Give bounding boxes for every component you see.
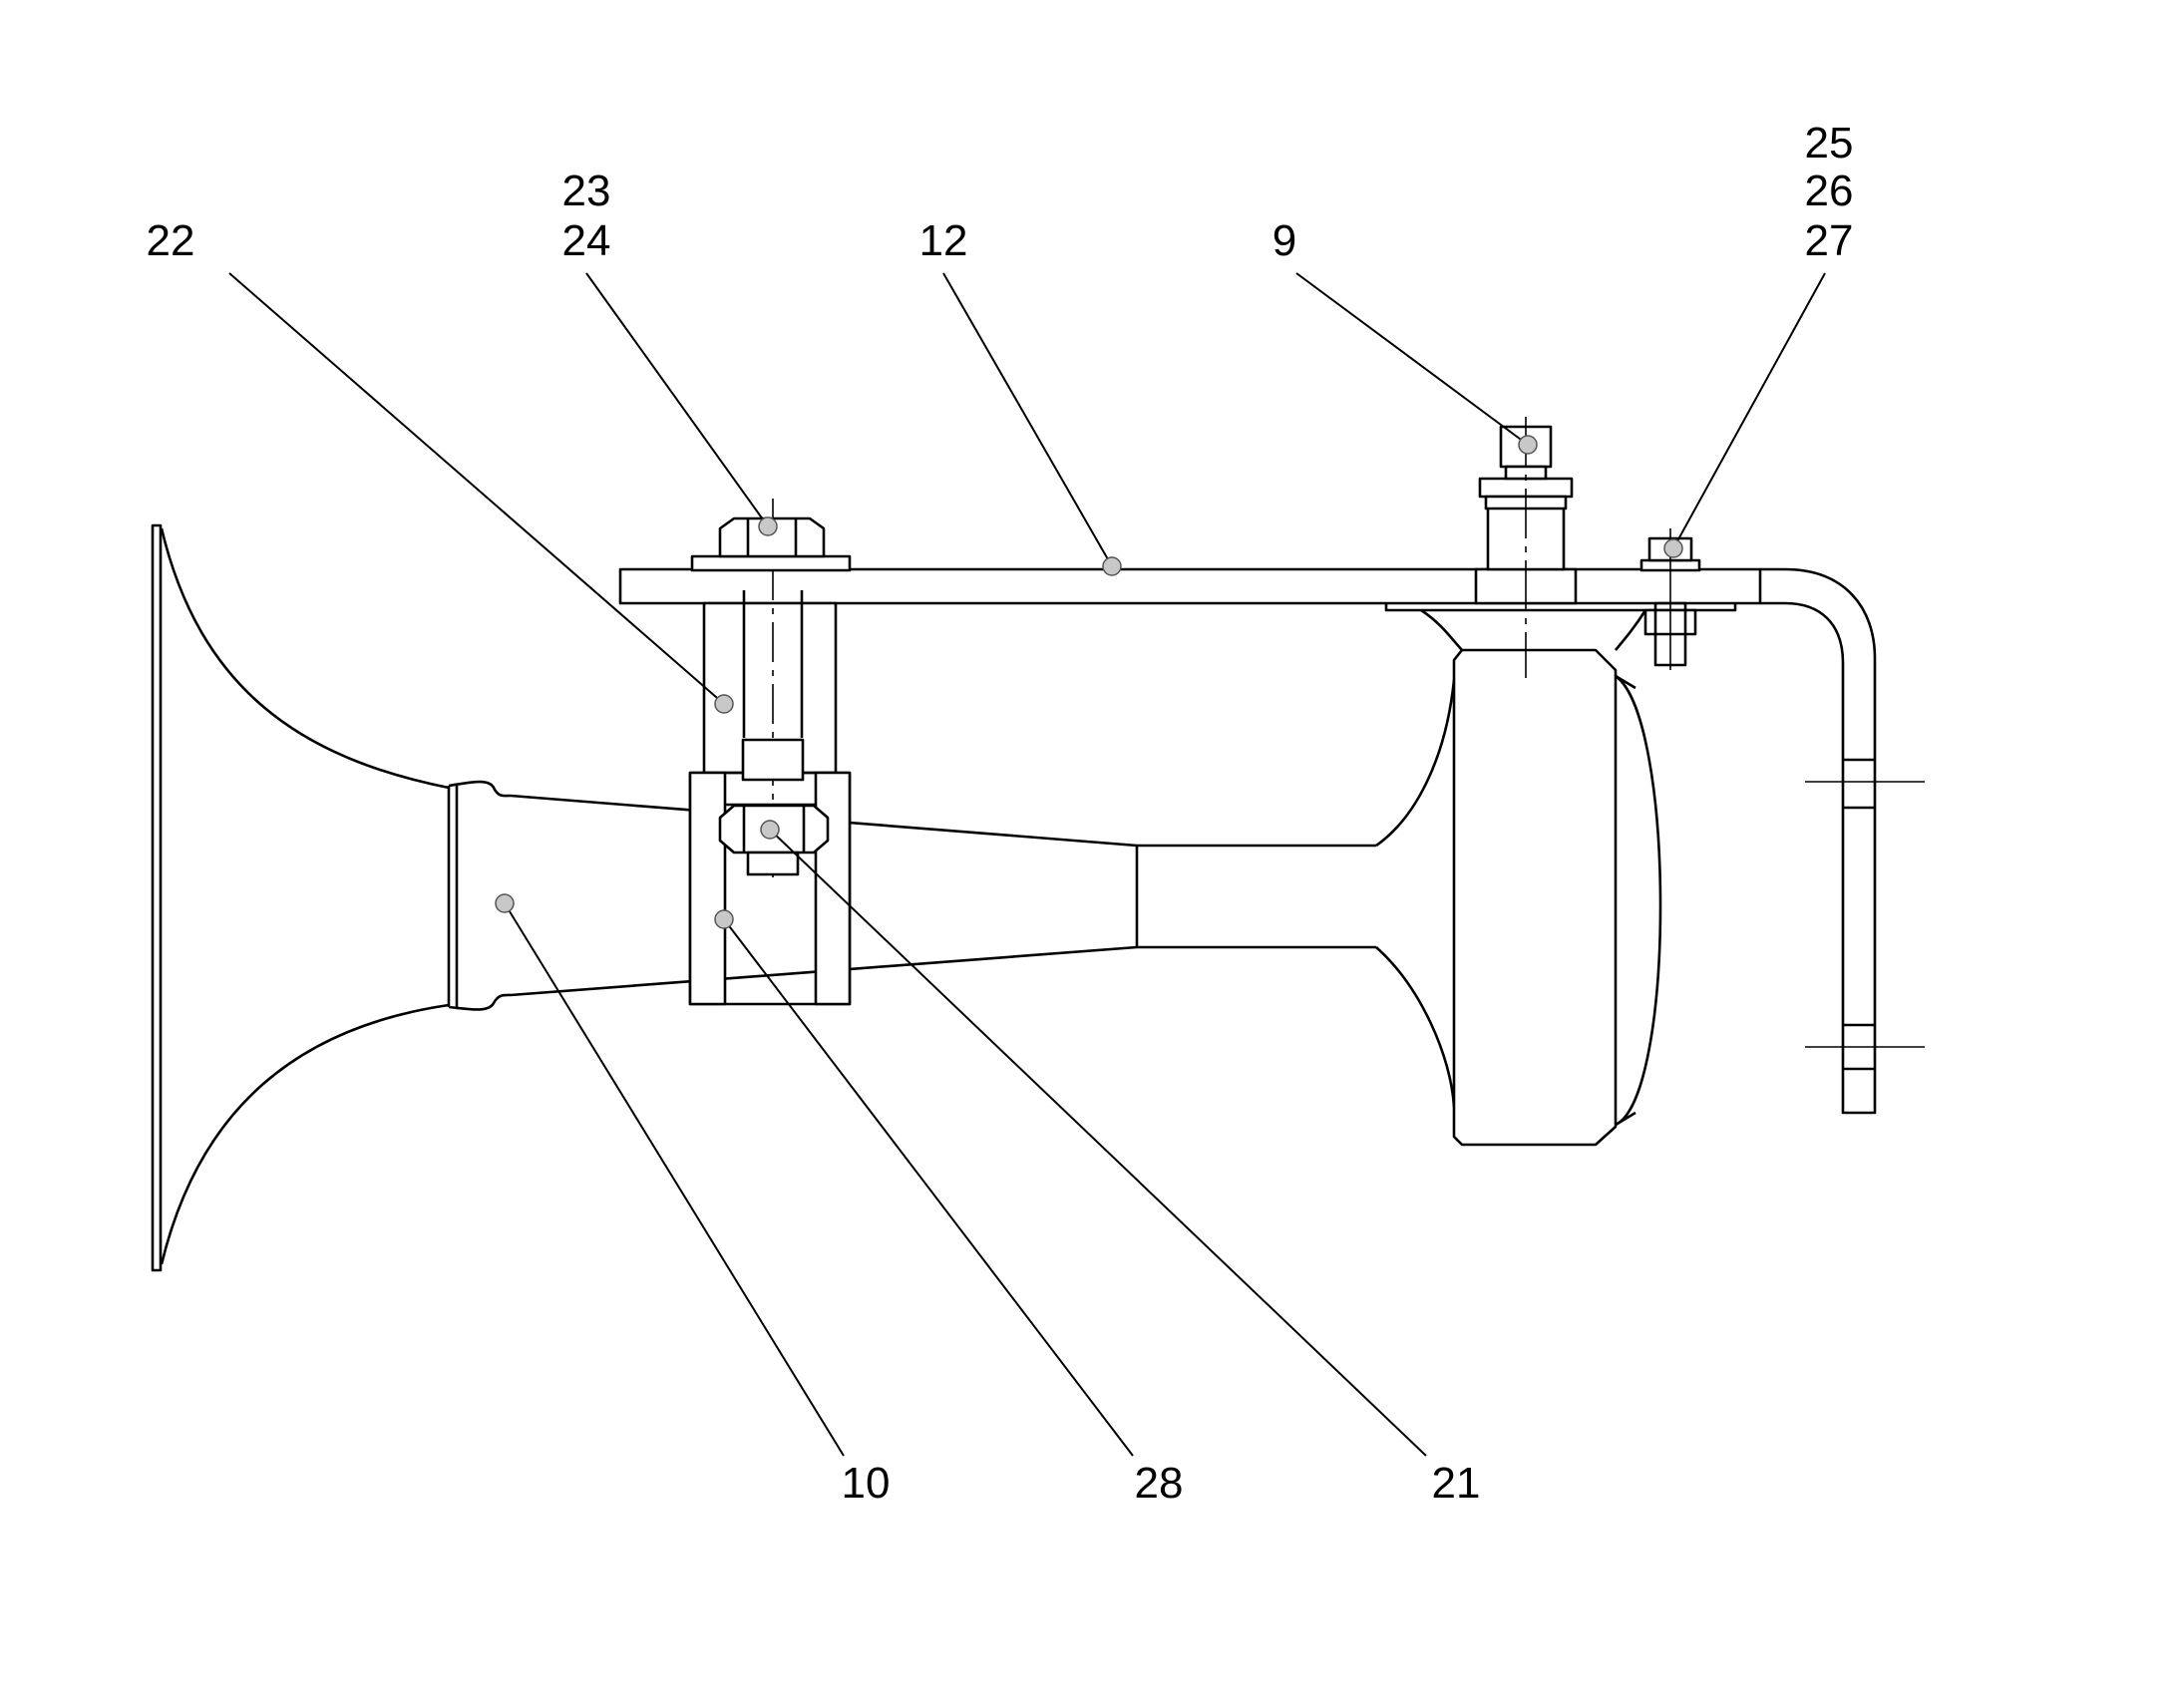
horn-bell-flange: [151, 523, 163, 1272]
callout-26: 26: [1805, 167, 1854, 215]
callout-22: 22: [147, 216, 195, 265]
housing-neck-left: [1420, 608, 1463, 651]
housing-cover-edge-top: [1615, 674, 1636, 690]
dot-28: [714, 909, 734, 929]
callout-labels: 22 23 24 12 9 25 26 27 10 28 21: [147, 119, 1854, 1508]
dot-10: [495, 893, 515, 913]
callout-dots: [495, 435, 1683, 929]
callout-10: 10: [842, 1459, 891, 1508]
leader-28: [723, 918, 1134, 1457]
horn-trumpet: [151, 523, 1456, 1272]
dot-12: [1102, 556, 1122, 576]
leader-25-26-27: [1672, 272, 1826, 549]
leader-23-24: [585, 272, 769, 527]
leader-10: [504, 902, 845, 1457]
leader-22: [228, 272, 725, 705]
horn-neck-flare-bottom: [1375, 946, 1456, 1108]
dot-25-26-27: [1663, 538, 1683, 558]
callout-21: 21: [1432, 1459, 1481, 1508]
horn-ring-top-bead: [448, 780, 512, 798]
clamp-assembly: [688, 499, 852, 1006]
callout-9: 9: [1272, 216, 1296, 265]
callout-24: 24: [562, 216, 611, 265]
diaphragm-housing: [1384, 600, 1737, 1147]
leader-lines: [228, 272, 1826, 1457]
mounting-plate: [618, 567, 1762, 605]
dot-22: [714, 694, 734, 714]
bolt-head-23-24: [718, 516, 826, 558]
callout-12: 12: [919, 216, 968, 265]
dot-9: [1518, 435, 1538, 455]
housing-cover-curve: [1615, 674, 1662, 1127]
horn-ring-bottom-bead: [448, 993, 512, 1011]
housing-cover-edge-bottom: [1615, 1111, 1636, 1127]
bolt-21-shank-head: [741, 738, 805, 782]
horn-neck-flare-top: [1375, 679, 1456, 848]
horn-bell-upper-curve: [160, 527, 450, 790]
clamp-left-leg: [688, 771, 727, 1006]
hex-bolt-23-24: [690, 516, 852, 572]
leader-12: [942, 272, 1113, 567]
dot-21: [760, 820, 780, 840]
horn-bell-lower-curve: [160, 1003, 450, 1265]
housing-body: [1452, 648, 1618, 1147]
leader-21: [769, 829, 1427, 1457]
callout-25: 25: [1805, 119, 1854, 168]
bent-bracket-arm: [1760, 567, 1877, 1115]
callout-27: 27: [1805, 216, 1854, 265]
housing-neck-right: [1615, 609, 1647, 651]
leader-9: [1295, 272, 1529, 446]
dot-23-24: [758, 516, 778, 536]
bolt-21-tip: [746, 851, 800, 876]
callout-28: 28: [1135, 1459, 1184, 1508]
air-connector-9: [1474, 417, 1578, 678]
callout-23: 23: [562, 167, 611, 215]
washer-23-24: [690, 554, 852, 572]
